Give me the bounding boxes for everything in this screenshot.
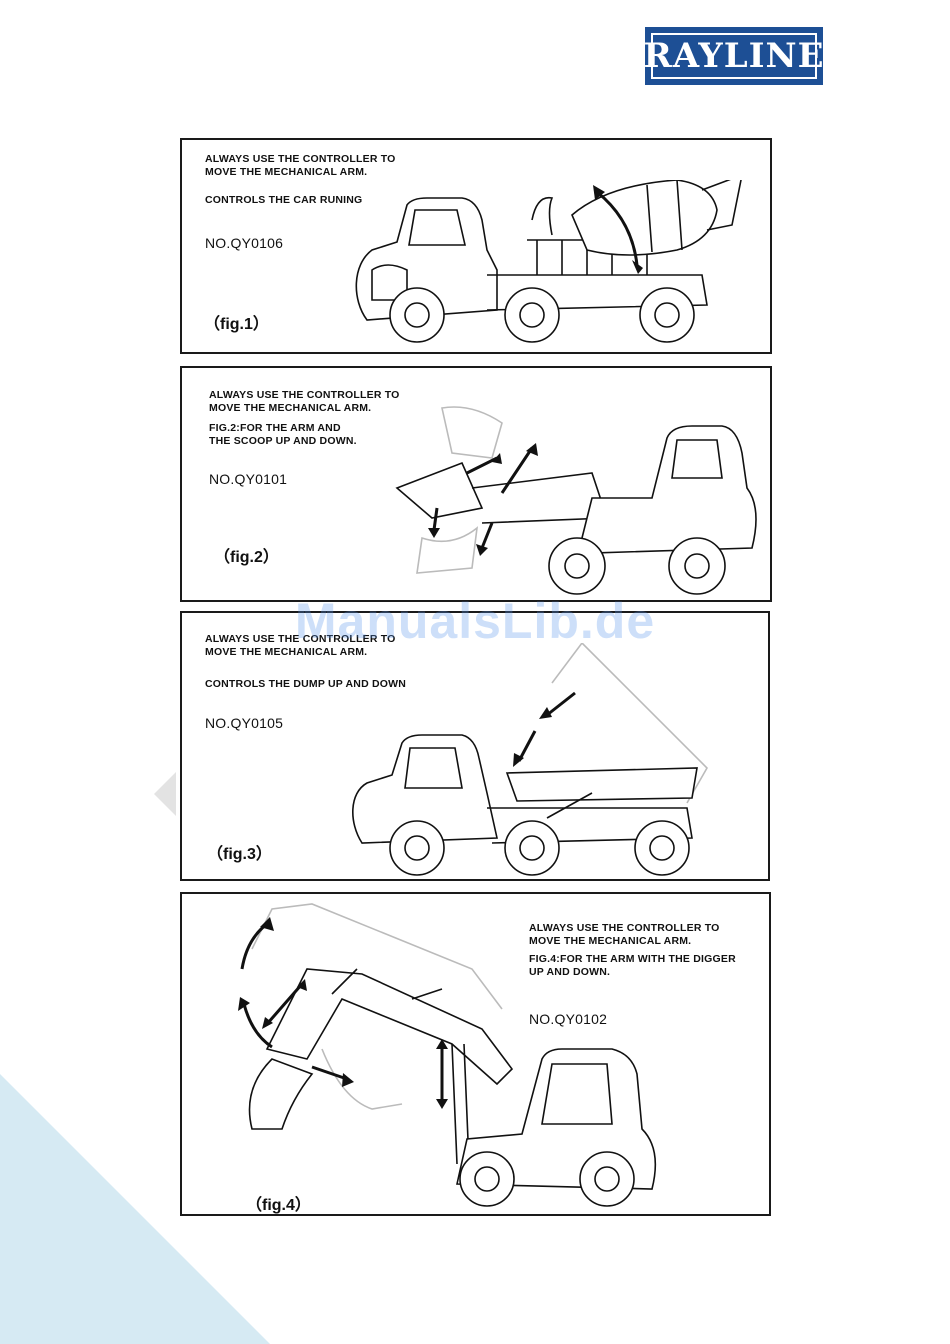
loader-illustration	[395, 406, 757, 595]
instruction-text: CONTROLS THE CAR RUNING	[205, 194, 363, 206]
figure-caption: （fig.2）	[214, 549, 279, 566]
figure-caption: （fig.4）	[246, 1197, 311, 1214]
instruction-text: ALWAYS USE THE CONTROLLER TO MOVE THE ME…	[209, 389, 400, 414]
watermark: ManualsLib.de	[294, 593, 656, 649]
rayline-logo: RAYLINE	[643, 27, 825, 85]
model-number: NO.QY0106	[205, 235, 284, 251]
instruction-text: CONTROLS THE DUMP UP AND DOWN	[205, 678, 407, 690]
instruction-text: ALWAYS USE THE CONTROLLER TO MOVE THE ME…	[205, 633, 396, 658]
instruction-text: ALWAYS USE THE CONTROLLER TO MOVE THE ME…	[529, 922, 720, 947]
figure-panel-2: ALWAYS USE THE CONTROLLER TO MOVE THE ME…	[180, 366, 772, 602]
instruction-text: FIG.4:FOR THE ARM WITH THE DIGGER UP AND…	[529, 953, 736, 978]
figure-caption: （fig.1）	[204, 316, 269, 333]
instruction-text: FIG.2:FOR THE ARM AND THE SCOOP UP AND D…	[209, 422, 357, 447]
figure-panel-4: ALWAYS USE THE CONTROLLER TO MOVE THE ME…	[180, 892, 771, 1216]
instruction-text: ALWAYS USE THE CONTROLLER TO MOVE THE ME…	[205, 153, 396, 178]
logo-text: RAYLINE	[643, 36, 825, 76]
model-number: NO.QY0101	[209, 471, 288, 487]
figure-panel-3: ALWAYS USE THE CONTROLLER TO MOVE THE ME…	[180, 611, 770, 881]
model-number: NO.QY0102	[529, 1011, 608, 1027]
figure-caption: （fig.3）	[207, 846, 272, 863]
figure-panel-1: ALWAYS USE THE CONTROLLER TO MOVE THE ME…	[180, 138, 772, 354]
excavator-illustration	[238, 903, 657, 1207]
mixer-truck-illustration	[355, 180, 742, 343]
dump-truck-illustration	[352, 643, 708, 876]
page-turn-arrow-icon	[154, 772, 176, 816]
corner-background-triangle	[0, 1074, 270, 1344]
model-number: NO.QY0105	[205, 715, 284, 731]
